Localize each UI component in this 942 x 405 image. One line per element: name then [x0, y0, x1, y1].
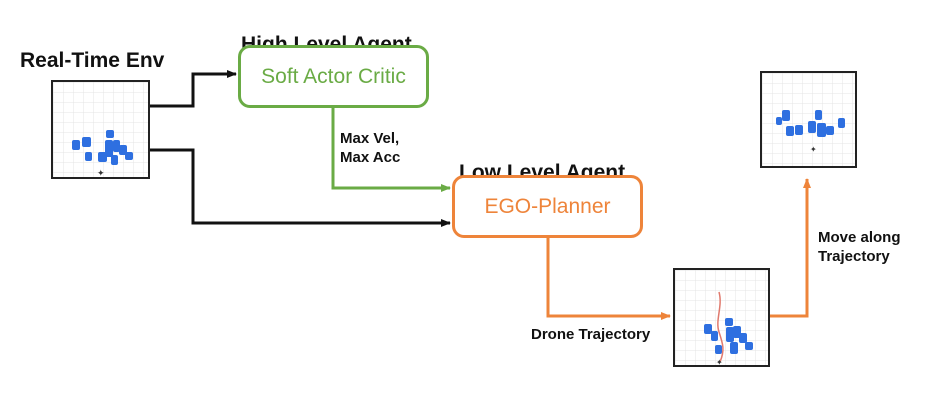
result-map-frame: ✦ [760, 71, 857, 168]
drone-marker-icon: ✦ [810, 145, 817, 154]
move-along-line2: Trajectory [818, 248, 890, 265]
obstacle-cluster [704, 318, 753, 354]
drone-marker-icon: ✦ [97, 169, 105, 177]
trajectory-to-result-arrow [770, 178, 811, 318]
ego-planner-box: EGO-Planner [452, 175, 643, 238]
env-map: ✦ [53, 82, 148, 177]
max-vel-label: Max Vel, [340, 130, 400, 147]
drone-trajectory-label: Drone Trajectory [531, 326, 651, 343]
trajectory-map-frame: ✦ [673, 268, 770, 367]
env-to-sac-arrow [150, 70, 237, 108]
soft-actor-critic-label: Soft Actor Critic [261, 64, 406, 88]
obstacle-cluster [776, 110, 845, 137]
move-along-line1: Move along [818, 229, 901, 246]
drone-marker-icon: ✦ [716, 358, 723, 365]
obstacle-cluster [72, 130, 133, 165]
soft-actor-critic-box: Soft Actor Critic [238, 45, 429, 108]
env-map-frame: ✦ [51, 80, 150, 179]
env-to-ego-arrow [150, 148, 451, 227]
move-along-label: Move along Trajectory [818, 228, 901, 266]
ego-to-trajectory-arrow [546, 238, 671, 320]
ego-planner-label: EGO-Planner [484, 194, 611, 218]
trajectory-map: ✦ [675, 270, 768, 365]
trajectory-path [717, 291, 724, 363]
max-acc-label: Max Acc [340, 149, 401, 166]
env-title: Real-Time Env [20, 49, 165, 72]
sac-to-ego-arrow [331, 108, 451, 192]
result-map: ✦ [762, 73, 855, 166]
sac-output-label: Max Vel, Max Acc [340, 129, 400, 167]
